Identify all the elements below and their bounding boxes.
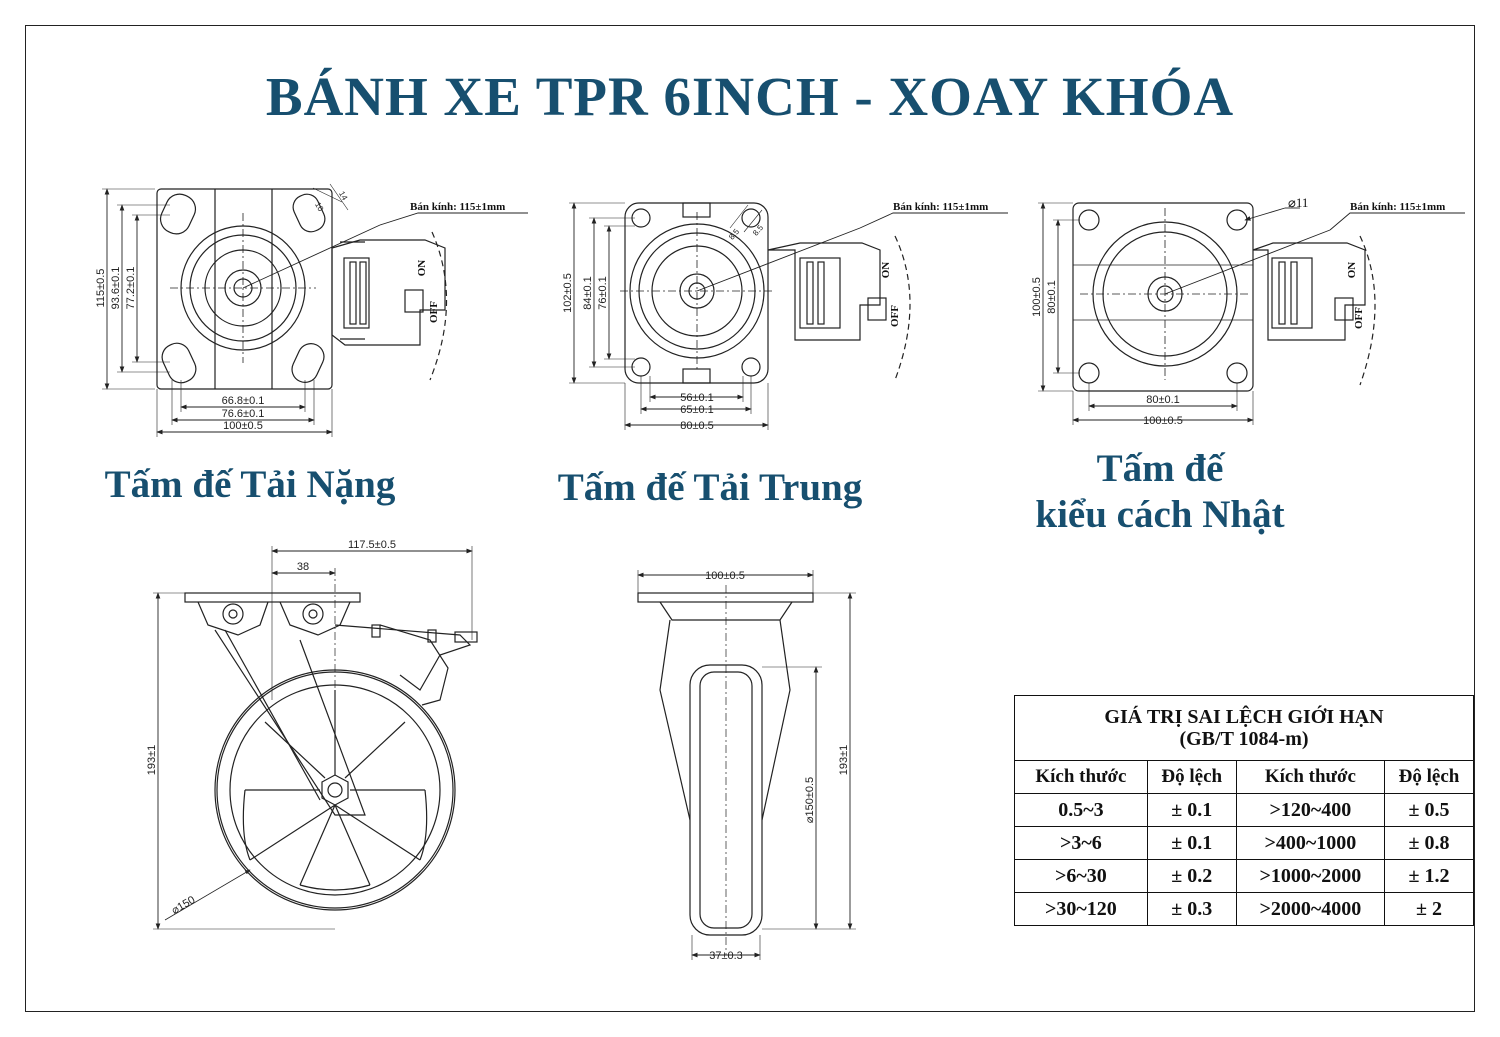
tolerance-title-line2: (GB/T 1084-m) [1179,728,1309,750]
heavy-slot-dim-a: 10 [313,201,326,214]
column-header: Kích thước [1014,760,1148,794]
table-cell: >2000~4000 [1235,892,1386,926]
table-row: 0.5~3 ± 0.1 >120~400 ± 0.5 [1014,793,1474,827]
table-cell: ± 0.3 [1146,892,1237,926]
table-cell: >400~1000 [1235,826,1386,860]
table-cell: ± 0.1 [1146,793,1237,827]
side-dim-wheel-diameter: ⌀150 [170,894,198,917]
medium-plate-drawing [569,202,1008,430]
column-header: Kích thước [1235,760,1386,794]
page-title: BÁNH XE TPR 6INCH - XOAY KHÓA [265,66,1235,127]
table-row: >6~30 ± 0.2 >1000~2000 ± 1.2 [1014,859,1474,893]
medium-dim-total-width: 80±0.5 [680,420,714,432]
japanese-dim-hole-width: 80±0.1 [1146,394,1180,406]
table-cell: ± 0.2 [1146,859,1237,893]
japanese-hole-diameter: ⌀11 [1288,195,1308,210]
column-header: Độ lệch [1146,760,1237,794]
front-view-drawing [637,570,856,960]
column-header: Độ lệch [1384,760,1474,794]
medium-dim-hole-height-outer: 84±0.1 [582,276,594,310]
japanese-on-label: ON [1346,262,1358,279]
tolerance-header-row: Kích thước Độ lệch Kích thước Độ lệch [1014,760,1474,794]
japanese-plate-drawing [1038,202,1465,425]
table-cell: >1000~2000 [1235,859,1386,893]
table-cell: ± 0.5 [1384,793,1474,827]
heavy-dim-hole-height-outer: 93.6±0.1 [110,267,122,310]
tolerance-table-title: GIÁ TRỊ SAI LỆCH GIỚI HẠN (GB/T 1084-m) [1014,695,1474,761]
tolerance-table: GIÁ TRỊ SAI LỆCH GIỚI HẠN (GB/T 1084-m) … [1014,695,1474,926]
heavy-off-label: OFF [428,301,440,323]
table-cell: ± 2 [1384,892,1474,926]
heavy-dim-total-width: 100±0.5 [223,420,263,432]
japanese-radius-label: Bán kính: 115±1mm [1350,201,1445,213]
side-view-drawing [153,546,478,930]
side-dim-height: 193±1 [146,745,158,776]
table-row: >3~6 ± 0.1 >400~1000 ± 0.8 [1014,826,1474,860]
caption-japanese-line1: Tấm đế [1096,447,1224,490]
medium-radius-label: Bán kính: 115±1mm [893,201,988,213]
japanese-dim-total-width: 100±0.5 [1143,415,1183,427]
drawing-frame [25,25,1475,1012]
heavy-dim-hole-width-outer: 76.6±0.1 [222,408,265,420]
table-cell: >3~6 [1014,826,1148,860]
heavy-on-label: ON [416,260,428,277]
table-cell: >6~30 [1014,859,1148,893]
table-cell: >30~120 [1014,892,1148,926]
medium-slot-dim-b: 8.5 [751,223,765,238]
medium-dim-total-height: 102±0.5 [562,273,574,313]
table-cell: ± 1.2 [1384,859,1474,893]
side-dim-reach: 117.5±0.5 [348,539,396,551]
front-dim-height: 193±1 [838,745,850,776]
heavy-dim-hole-height-inner: 77.2±0.1 [125,267,137,310]
medium-dim-hole-width-inner: 56±0.1 [680,392,714,404]
caption-medium: Tấm đế Tải Trung [557,466,863,509]
side-dim-offset: 38 [297,561,309,573]
medium-dim-hole-height-inner: 76±0.1 [597,276,609,310]
table-cell: 0.5~3 [1014,793,1148,827]
japanese-dim-total-height: 100±0.5 [1031,277,1043,317]
tolerance-title-line1: GIÁ TRỊ SAI LỆCH GIỚI HẠN [1104,706,1384,728]
japanese-dim-hole-height: 80±0.1 [1046,280,1058,314]
japanese-off-label: OFF [1353,307,1365,329]
medium-on-label: ON [880,262,892,279]
front-dim-wheel-width: 37±0.3 [709,950,743,962]
medium-dim-hole-width-outer: 65±0.1 [680,404,714,416]
front-dim-wheel-diameter: ⌀150±0.5 [804,777,816,823]
heavy-radius-label: Bán kính: 115±1mm [410,201,505,213]
medium-off-label: OFF [889,305,901,327]
table-cell: ± 0.1 [1146,826,1237,860]
table-cell: >120~400 [1235,793,1386,827]
table-row: >30~120 ± 0.3 >2000~4000 ± 2 [1014,892,1474,926]
table-cell: ± 0.8 [1384,826,1474,860]
heavy-dim-total-height: 115±0.5 [95,269,107,308]
caption-japanese-line2: kiểu cách Nhật [1035,493,1285,536]
front-dim-plate-width: 100±0.5 [705,570,745,582]
heavy-dim-hole-width-inner: 66.8±0.1 [222,395,265,407]
caption-japanese: Tấm đế kiểu cách Nhật [1000,446,1320,538]
heavy-plate-drawing [102,183,528,437]
caption-heavy: Tấm đế Tải Nặng [104,463,396,506]
